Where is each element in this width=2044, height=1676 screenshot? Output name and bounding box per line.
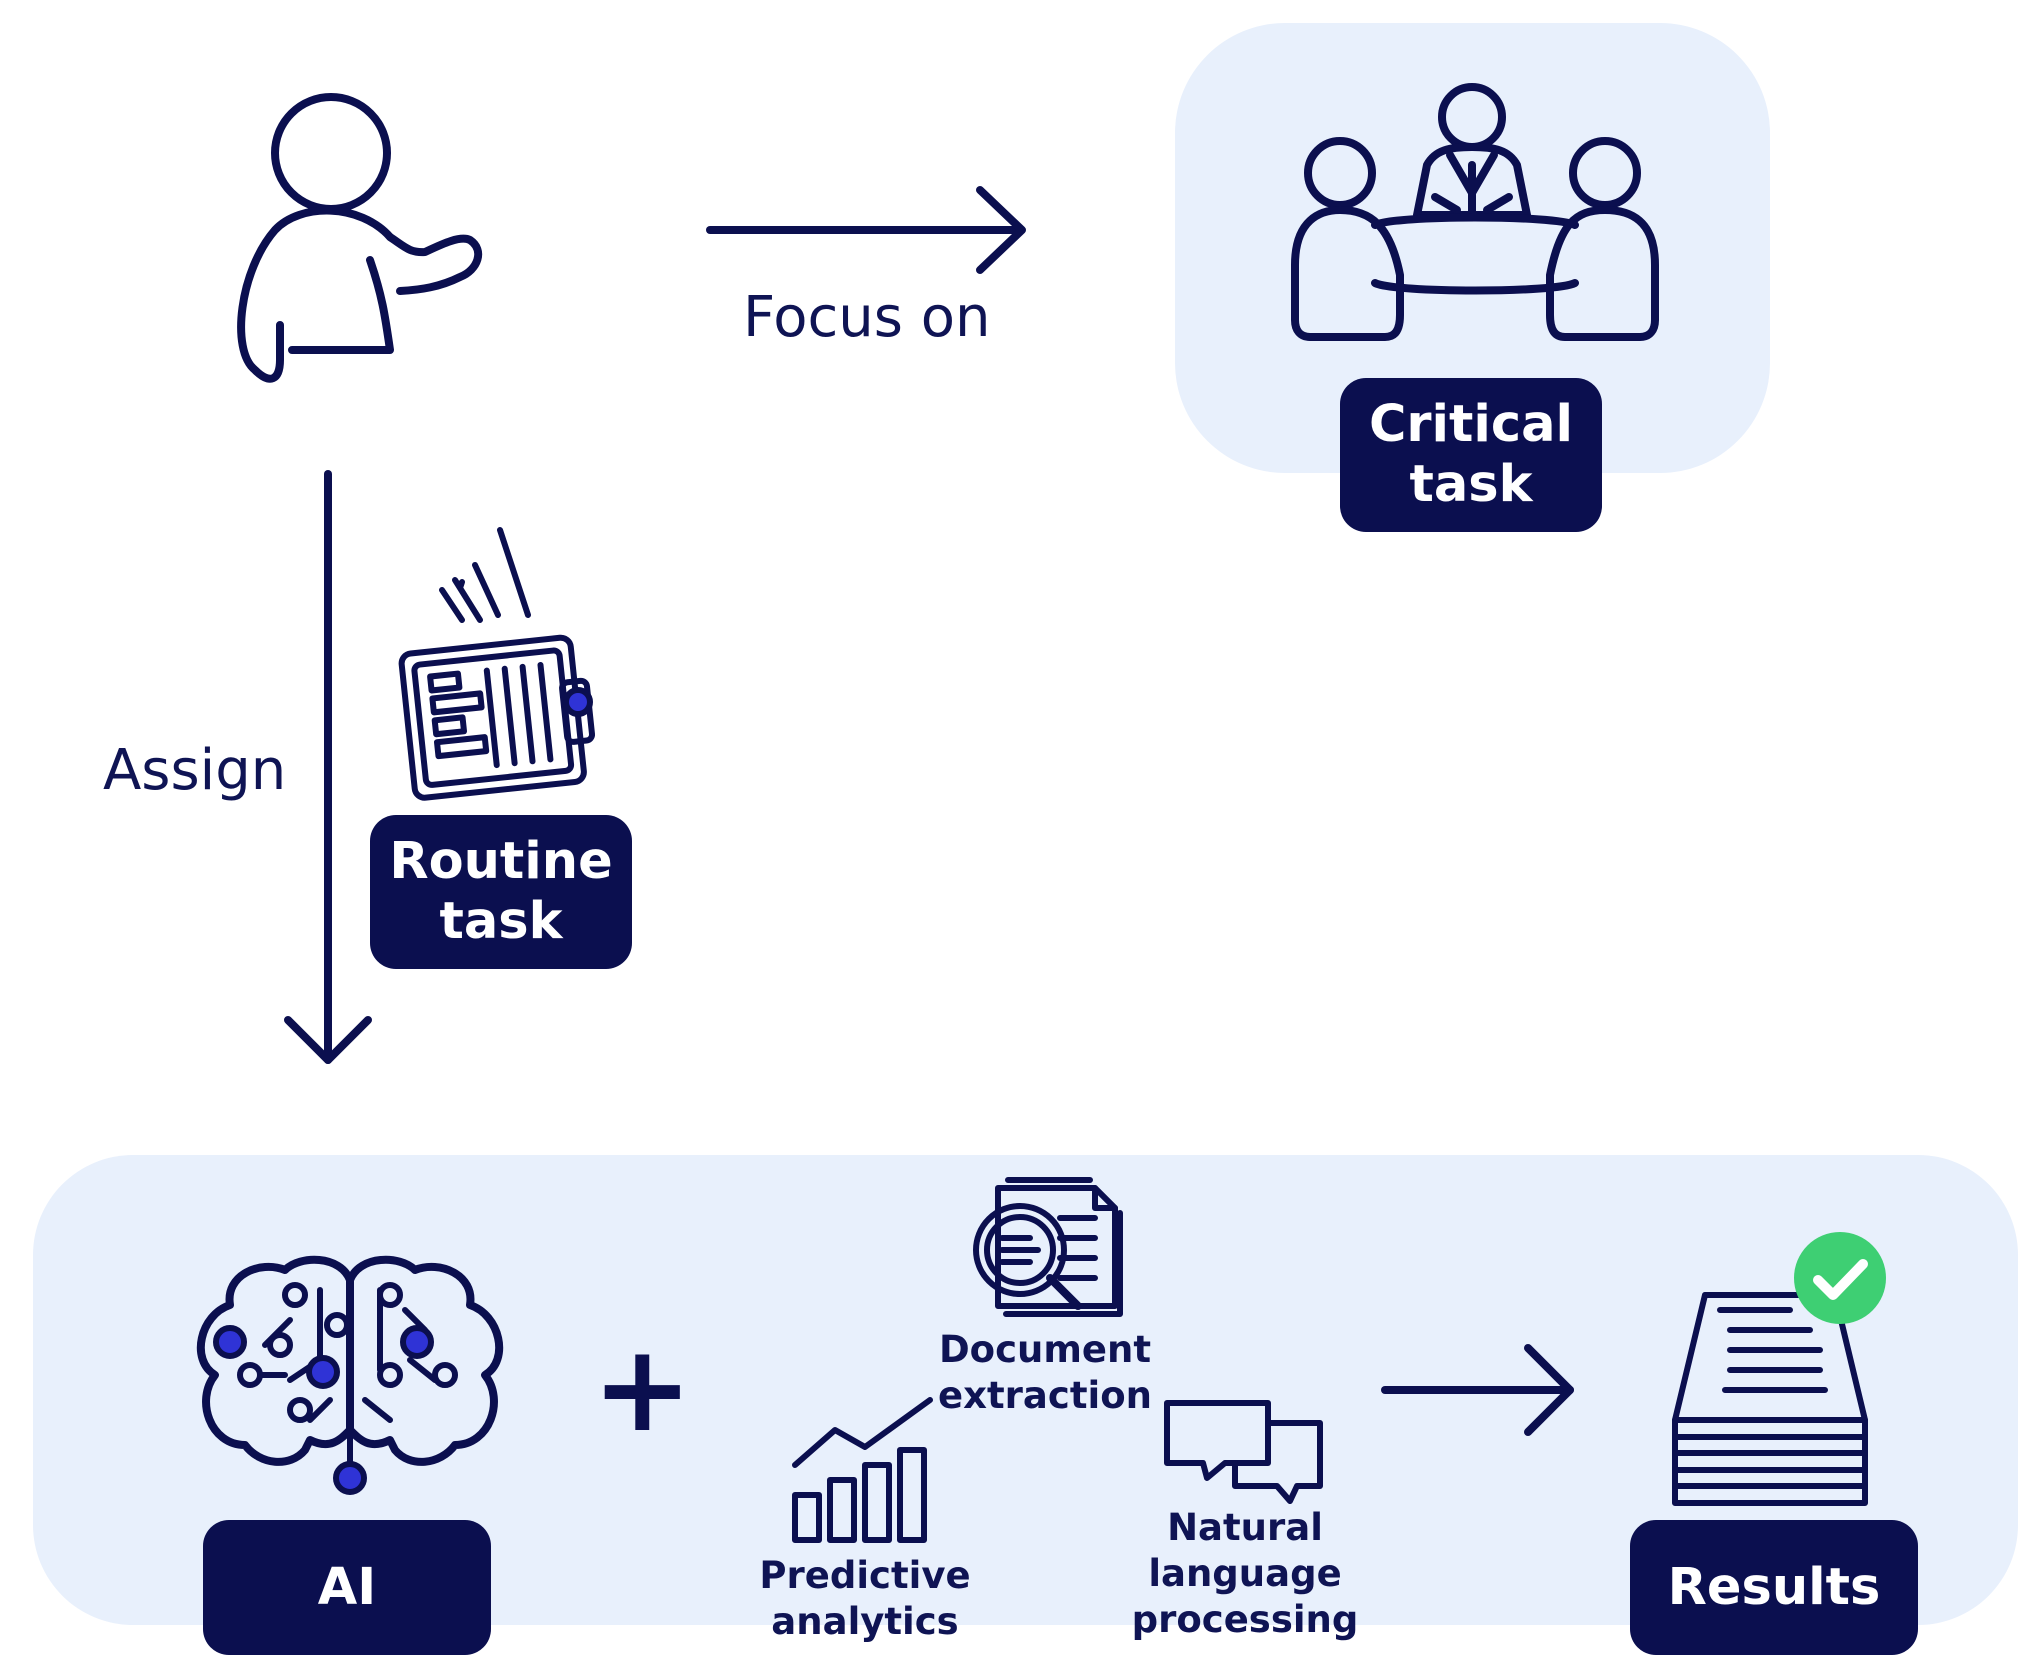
results-arrow (1381, 1344, 1574, 1436)
predictive-analytics-label: Predictive analytics (759, 1554, 971, 1643)
person-pointing-icon (237, 93, 483, 383)
document-search-icon (973, 1177, 1123, 1317)
results-badge: Results (1630, 1520, 1918, 1655)
critical-task-badge: Critical task (1340, 378, 1602, 532)
document-extraction-label: Document extraction (938, 1328, 1152, 1417)
chat-bubbles-icon (1164, 1400, 1323, 1504)
ai-badge: AI (203, 1520, 491, 1655)
focus-arrow (706, 186, 1026, 274)
ai-brain-circuit-icon (196, 1255, 504, 1495)
falling-document-icon (398, 527, 596, 801)
routine-task-badge: Routine task (370, 815, 632, 969)
assign-label: Assign (103, 738, 287, 803)
paper-stack-icon (1672, 1292, 1868, 1506)
nlp-label: Natural language processing (1131, 1506, 1359, 1641)
bar-chart-trend-icon (792, 1397, 933, 1543)
assign-arrow (284, 470, 372, 1064)
plus-sign: + (592, 1320, 693, 1459)
check-badge-icon (1794, 1232, 1886, 1324)
focus-on-label: Focus on (743, 285, 991, 350)
meeting-people-icon (1291, 83, 1659, 341)
